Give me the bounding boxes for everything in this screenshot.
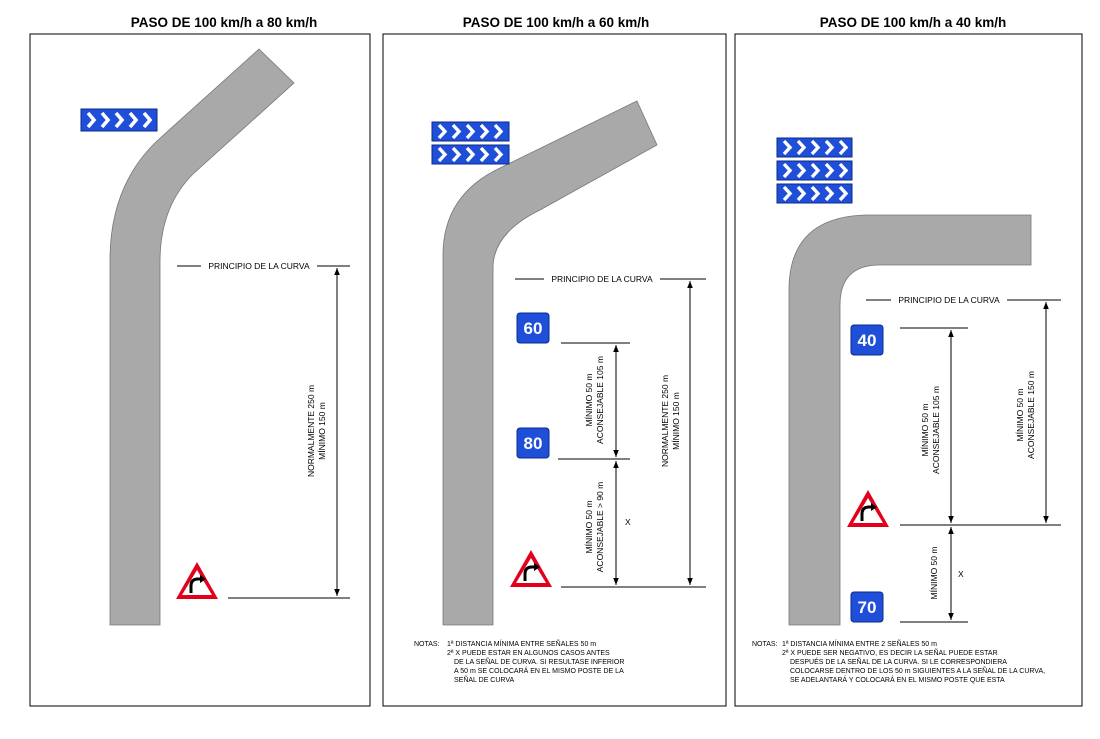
speed-sign-value: 80 — [524, 434, 543, 453]
curve-start-label: PRINCIPIO DE LA CURVA — [898, 295, 1000, 305]
road — [788, 214, 1032, 626]
speed-limit-sign-icon: 80 — [516, 427, 550, 459]
speed-limit-sign-icon: 60 — [516, 312, 550, 344]
notes-label: NOTAS: — [752, 641, 778, 648]
dimension-label-line-2: ACONSEJABLE 105 m — [595, 356, 605, 444]
dimension-label-line-1: MÍNIMO 50 m — [584, 501, 594, 554]
speed-sign-value: 70 — [858, 598, 877, 617]
note-line: DESPUÉS DE LA SEÑAL DE LA CURVA. SI LE C… — [790, 657, 1007, 666]
note-line: COLOCARSE DENTRO DE LOS 50 m SIGUIENTES … — [790, 666, 1045, 675]
speed-sign-value: 40 — [858, 331, 877, 350]
speed-limit-sign-icon: 70 — [850, 591, 884, 623]
dimension-label-line-1: MÍNIMO 50 m — [1015, 389, 1025, 442]
dimension-label-line-2: ACONSEJABLE > 90 m — [595, 482, 605, 572]
note-line: SE ADELANTARÁ Y COLOCARÁ EN EL MISMO POS… — [790, 675, 1005, 684]
curve-start-label: PRINCIPIO DE LA CURVA — [208, 261, 310, 271]
chevron-sign-icon — [776, 137, 853, 158]
curve-warning-icon — [510, 550, 552, 587]
speed-sign-value: 60 — [524, 319, 543, 338]
road — [109, 48, 295, 626]
chevron-sign-icon — [776, 160, 853, 181]
dimension-label-line-2: MÍNIMO 150 m — [671, 392, 681, 450]
dimension-label-line-1: NORMALMENTE 250 m — [306, 385, 316, 477]
chevron-sign-icon — [776, 183, 853, 204]
dimension-label-line-1: MÍNIMO 50 m — [929, 547, 939, 600]
notes: NOTAS: 1ª DISTANCIA MÍNIMA ENTRE 2 SEÑAL… — [752, 639, 1045, 684]
chevron-sign-icon — [431, 144, 510, 165]
panel-title: PASO DE 100 km/h a 40 km/h — [820, 15, 1007, 30]
curve-warning-icon — [176, 562, 218, 599]
dimension-label-line-2: MÍNIMO 150 m — [317, 402, 327, 460]
note-line: 2ª X PUEDE SER NEGATIVO, ES DECIR LA SEÑ… — [782, 648, 998, 657]
panel-title: PASO DE 100 km/h a 60 km/h — [463, 15, 650, 30]
panel-frame — [734, 33, 1083, 707]
speed-limit-sign-icon: 40 — [850, 324, 884, 356]
note-line: 1ª DISTANCIA MÍNIMA ENTRE SEÑALES 50 m — [447, 639, 596, 648]
notes: NOTAS: 1ª DISTANCIA MÍNIMA ENTRE SEÑALES… — [414, 639, 624, 684]
variable-label: X — [958, 569, 964, 579]
dimension-label-line-2: ACONSEJABLE 150 m — [1026, 371, 1036, 459]
note-line: 1ª DISTANCIA MÍNIMA ENTRE 2 SEÑALES 50 m — [782, 639, 937, 648]
curve-warning-icon — [847, 490, 889, 527]
dimension-label-line-2: ACONSEJABLE 105 m — [931, 386, 941, 474]
panel-3: PASO DE 100 km/h a 40 km/h — [734, 15, 1083, 707]
note-line: A 50 m SE COLOCARÁ EN EL MISMO POSTE DE … — [454, 666, 624, 675]
note-line: DE LA SEÑAL DE CURVA. SI RESULTASE INFER… — [454, 657, 624, 666]
dimension-label-line-1: MÍNIMO 50 m — [584, 374, 594, 427]
dimension-label-line-1: MÍNIMO 50 m — [920, 404, 930, 457]
notes-label: NOTAS: — [414, 641, 440, 648]
chevron-sign-icon — [80, 108, 158, 132]
dimension-label-line-1: NORMALMENTE 250 m — [660, 375, 670, 467]
panel-2: PASO DE 100 km/h a 60 km/h PRINCIPIO DE … — [382, 15, 727, 707]
panel-title: PASO DE 100 km/h a 80 km/h — [131, 15, 318, 30]
panel-frame — [382, 33, 727, 707]
note-line: SEÑAL DE CURVA — [454, 675, 514, 684]
curve-start-label: PRINCIPIO DE LA CURVA — [551, 274, 653, 284]
panel-frame — [29, 33, 371, 707]
panel-1: PASO DE 100 km/h a 80 km/h PRINCIPIO DE … — [29, 15, 371, 707]
chevron-sign-icon — [431, 121, 510, 142]
road — [442, 100, 658, 626]
note-line: 2ª X PUEDE ESTAR EN ALGUNOS CASOS ANTES — [447, 650, 610, 657]
variable-label: X — [625, 517, 631, 527]
